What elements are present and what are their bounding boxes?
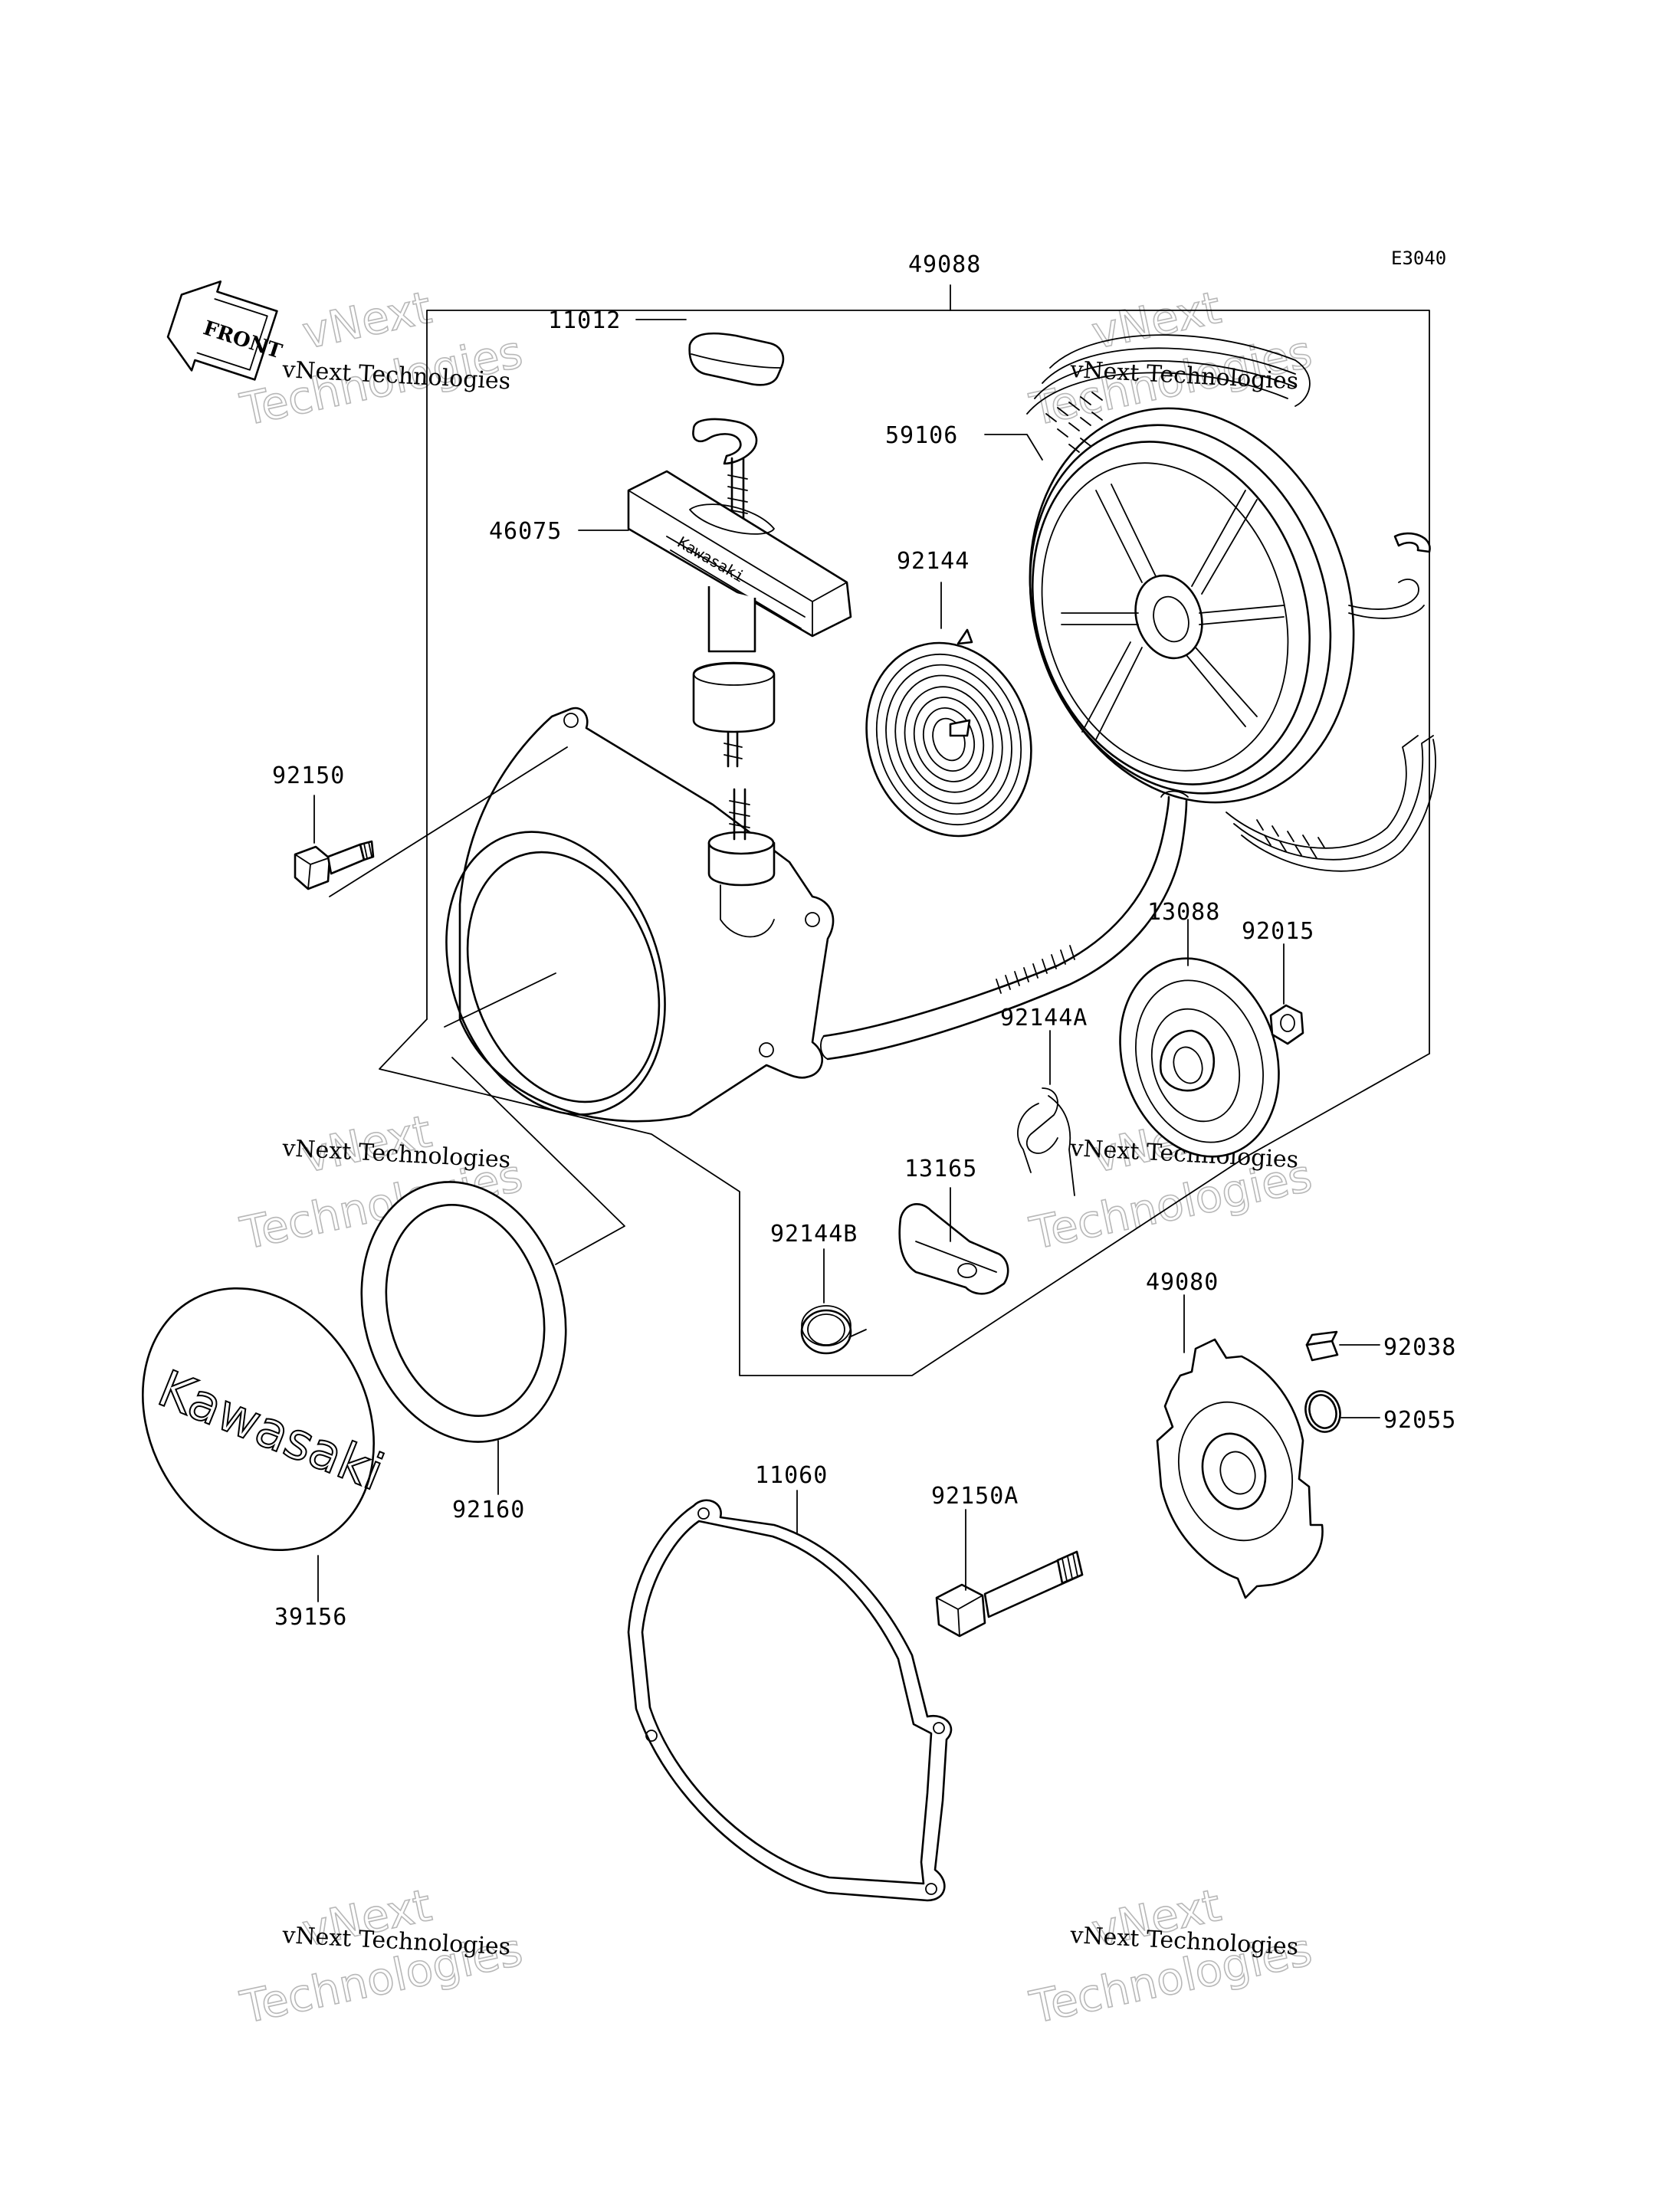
pawl-13165 bbox=[898, 1203, 1009, 1295]
label-46075: 46075 bbox=[489, 518, 562, 545]
part-labels: 49088 11012 59106 46075 92144 92150 1308… bbox=[272, 251, 1456, 1631]
label-92038: 92038 bbox=[1383, 1334, 1456, 1361]
label-92144: 92144 bbox=[897, 548, 970, 575]
handle-46075: Kawasaki bbox=[627, 418, 852, 768]
label-11060: 11060 bbox=[755, 1462, 828, 1489]
watermark-top-left: vNext Technologies vNext Technologies bbox=[235, 280, 527, 437]
watermark-bottom-right: vNext Technologies vNext Technologies bbox=[1025, 1878, 1317, 2035]
spiral-spring-92144 bbox=[865, 628, 1032, 838]
gasket-92160 bbox=[360, 1181, 567, 1443]
bolt-92150 bbox=[294, 840, 375, 890]
label-49080: 49080 bbox=[1146, 1269, 1219, 1296]
label-92144b: 92144B bbox=[770, 1221, 858, 1248]
label-11012: 11012 bbox=[548, 307, 621, 334]
label-92055: 92055 bbox=[1383, 1407, 1456, 1434]
starter-housing bbox=[445, 707, 835, 1123]
label-92150: 92150 bbox=[272, 762, 345, 789]
label-13088: 13088 bbox=[1147, 899, 1220, 926]
label-49088: 49088 bbox=[908, 251, 981, 278]
diagram-code: E3040 bbox=[1391, 248, 1446, 269]
spring-92144b bbox=[800, 1305, 867, 1355]
gasket-11060 bbox=[627, 1499, 953, 1902]
cover-39156: Kawasaki bbox=[142, 1287, 392, 1552]
bolt-92150a bbox=[935, 1550, 1084, 1638]
cap-11012 bbox=[688, 332, 785, 386]
nut-92015 bbox=[1269, 1004, 1304, 1045]
spring-clip-92144a bbox=[1017, 1087, 1075, 1196]
label-92144a: 92144A bbox=[1000, 1005, 1088, 1031]
ratchet-13088 bbox=[1119, 957, 1280, 1158]
leader-lines bbox=[313, 319, 1380, 1602]
label-92160: 92160 bbox=[452, 1497, 525, 1523]
o-ring-92055 bbox=[1304, 1390, 1341, 1433]
starter-rope bbox=[819, 790, 1189, 1061]
assembly-bracket-49088 bbox=[379, 284, 1430, 1376]
reel-pulley-59106 bbox=[1026, 334, 1436, 872]
label-13165: 13165 bbox=[904, 1156, 977, 1182]
label-92015: 92015 bbox=[1242, 918, 1314, 945]
label-92150a: 92150A bbox=[931, 1483, 1019, 1510]
key-92038 bbox=[1305, 1330, 1339, 1362]
drive-pulley-49080 bbox=[1156, 1338, 1324, 1599]
label-39156: 39156 bbox=[274, 1604, 347, 1631]
front-arrow-icon: FRONT bbox=[166, 280, 285, 381]
watermark-bottom-left: vNext Technologies vNext Technologies bbox=[235, 1878, 527, 2035]
label-59106: 59106 bbox=[885, 422, 958, 449]
